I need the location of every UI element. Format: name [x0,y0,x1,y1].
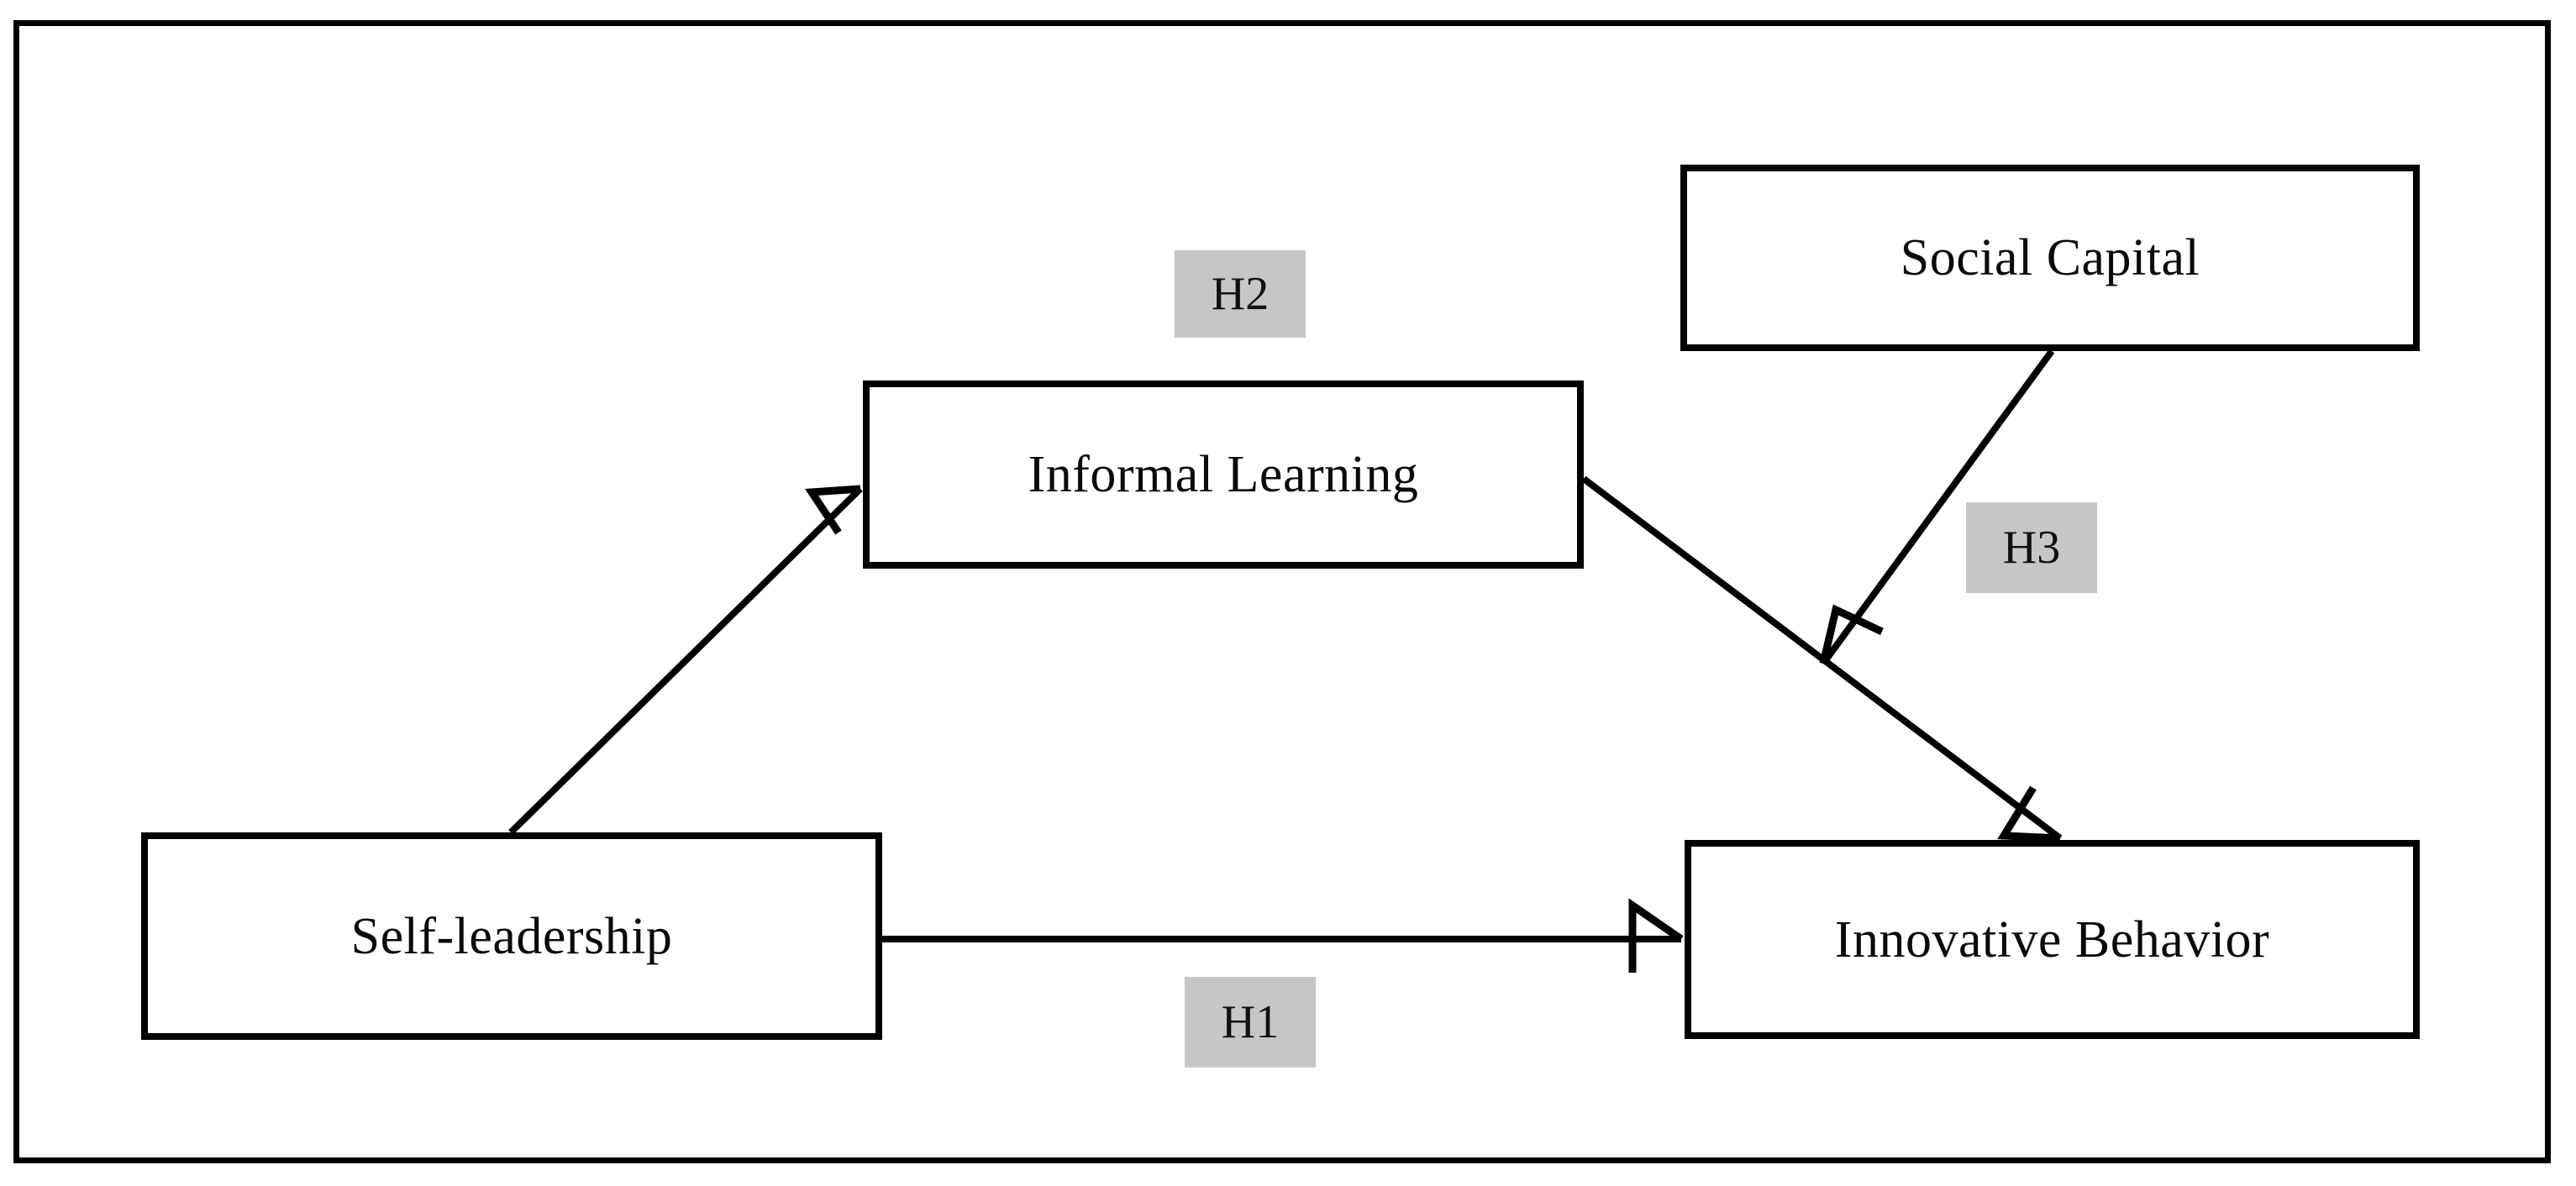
hypothesis-chip-h2-label: H2 [1211,268,1270,320]
node-informal-learning-label: Informal Learning [1028,446,1419,503]
node-informal-learning[interactable]: Informal Learning [863,380,1584,569]
hypothesis-chip-h1: H1 [1185,977,1316,1068]
node-self-leadership-label: Self-leadership [350,907,673,965]
hypothesis-chip-h3-label: H3 [2002,522,2061,574]
node-social-capital-label: Social Capital [1900,229,2200,286]
node-innovative-behavior-label: Innovative Behavior [1834,910,2270,968]
node-self-leadership[interactable]: Self-leadership [141,832,882,1040]
hypothesis-chip-h3: H3 [1966,502,2097,593]
node-innovative-behavior[interactable]: Innovative Behavior [1685,840,2420,1039]
hypothesis-chip-h1-label: H1 [1221,996,1280,1048]
node-social-capital[interactable]: Social Capital [1680,165,2420,351]
hypothesis-chip-h2: H2 [1175,250,1306,338]
